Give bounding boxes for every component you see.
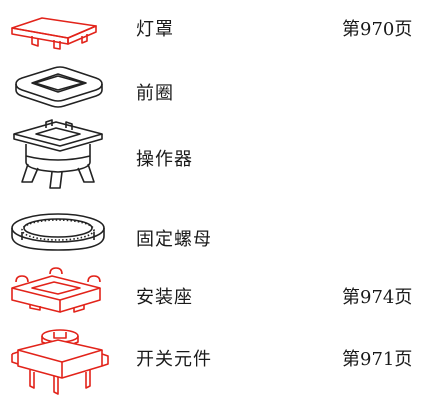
part-name: 固定螺母 [136, 229, 212, 250]
operator-icon [2, 119, 114, 189]
part-name: 操作器 [136, 149, 193, 170]
part-row-mounting-base: 安装座 第974页 [0, 266, 429, 326]
part-name: 开关元件 [136, 349, 212, 370]
part-row-lamp-cap: 灯罩 第970页 [0, 0, 429, 60]
switch-element-icon [2, 326, 114, 395]
page-reference: 第970页 [342, 19, 413, 40]
front-bezel-icon [2, 60, 114, 120]
part-row-front-bezel: 前圈 [0, 60, 429, 120]
page-reference: 第971页 [342, 349, 413, 370]
page-reference: 第974页 [342, 287, 413, 308]
part-name: 灯罩 [136, 19, 174, 40]
part-row-operator: 操作器 [0, 119, 429, 189]
lamp-cap-icon [2, 0, 114, 60]
mounting-base-icon [2, 266, 114, 326]
part-name: 前圈 [136, 83, 174, 104]
part-row-fixing-nut: 固定螺母 [0, 206, 429, 266]
fixing-nut-icon [2, 206, 114, 266]
part-name: 安装座 [136, 287, 193, 308]
part-row-switch-element: 开关元件 第971页 [0, 326, 429, 395]
